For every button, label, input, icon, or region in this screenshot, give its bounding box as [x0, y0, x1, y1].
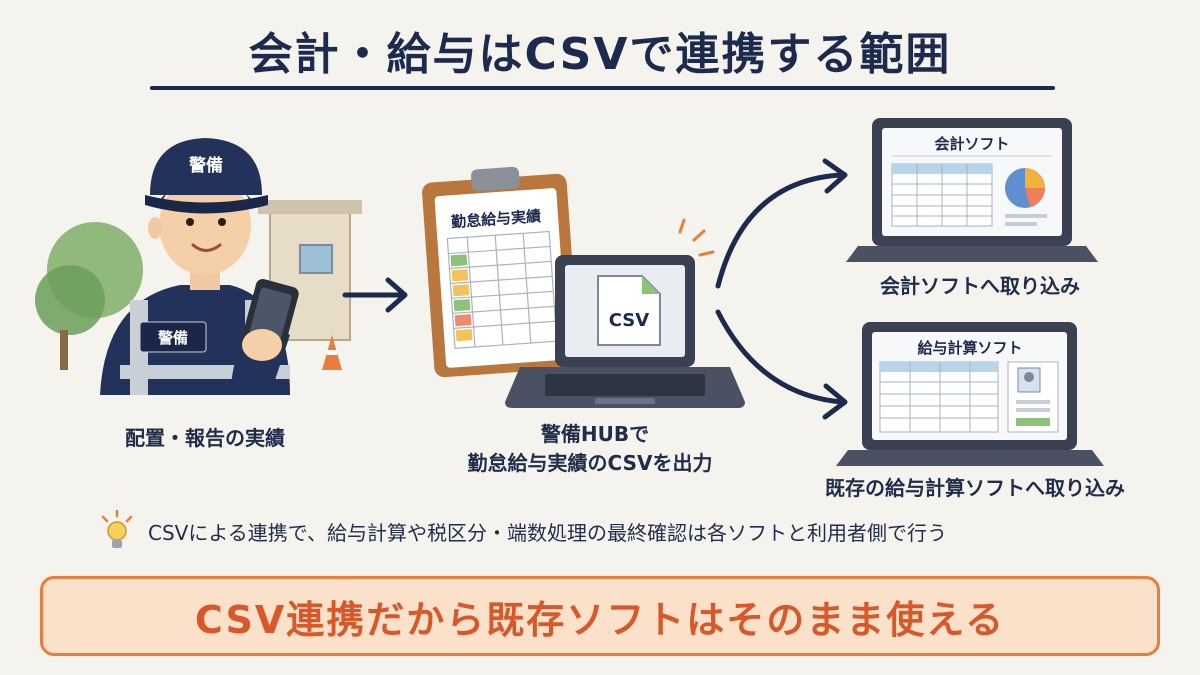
lightbulb-icon	[101, 510, 133, 548]
payroll-screen-title: 給与計算ソフト	[917, 339, 1022, 357]
chest-badge-text: 警備	[157, 329, 188, 347]
banner-text: CSV連携だから既存ソフトはそのまま使える	[194, 597, 1006, 642]
arrow-right-icon	[342, 277, 408, 313]
guard-caption: 配置・報告の実績	[125, 426, 285, 450]
center-caption-line2: 勤怠給与実績のCSVを出力	[467, 451, 713, 475]
payroll-caption: 既存の給与計算ソフトへ取り込み	[825, 476, 1125, 500]
guard-illustration	[35, 138, 362, 395]
clipboard-icon	[422, 166, 579, 378]
summary-banner: CSV連携だから既存ソフトはそのまま使える	[40, 576, 1160, 656]
page-title: 会計・給与はCSVで連携する範囲	[248, 29, 952, 80]
csv-file-label: CSV	[609, 310, 650, 331]
title-underline	[150, 86, 1055, 90]
accounting-laptop-icon	[846, 118, 1098, 262]
arrow-up-right-icon	[715, 158, 848, 289]
note-row: CSVによる連携で、給与計算や税区分・端数処理の最終確認は各ソフトと利用者側で行…	[100, 510, 1140, 552]
accounting-screen-title: 会計ソフト	[934, 135, 1009, 153]
arrow-down-right-icon	[715, 309, 848, 420]
payroll-laptop-icon	[836, 322, 1104, 466]
csv-file-icon	[597, 275, 661, 346]
accounting-caption: 会計ソフトへ取り込み	[880, 274, 1080, 298]
cap-badge-text: 警備	[188, 155, 223, 176]
spark-marks	[678, 218, 715, 257]
center-caption-line1: 警備HUBで	[540, 422, 650, 446]
note-text: CSVによる連携で、給与計算や税区分・端数処理の最終確認は各ソフトと利用者側で行…	[148, 520, 947, 545]
